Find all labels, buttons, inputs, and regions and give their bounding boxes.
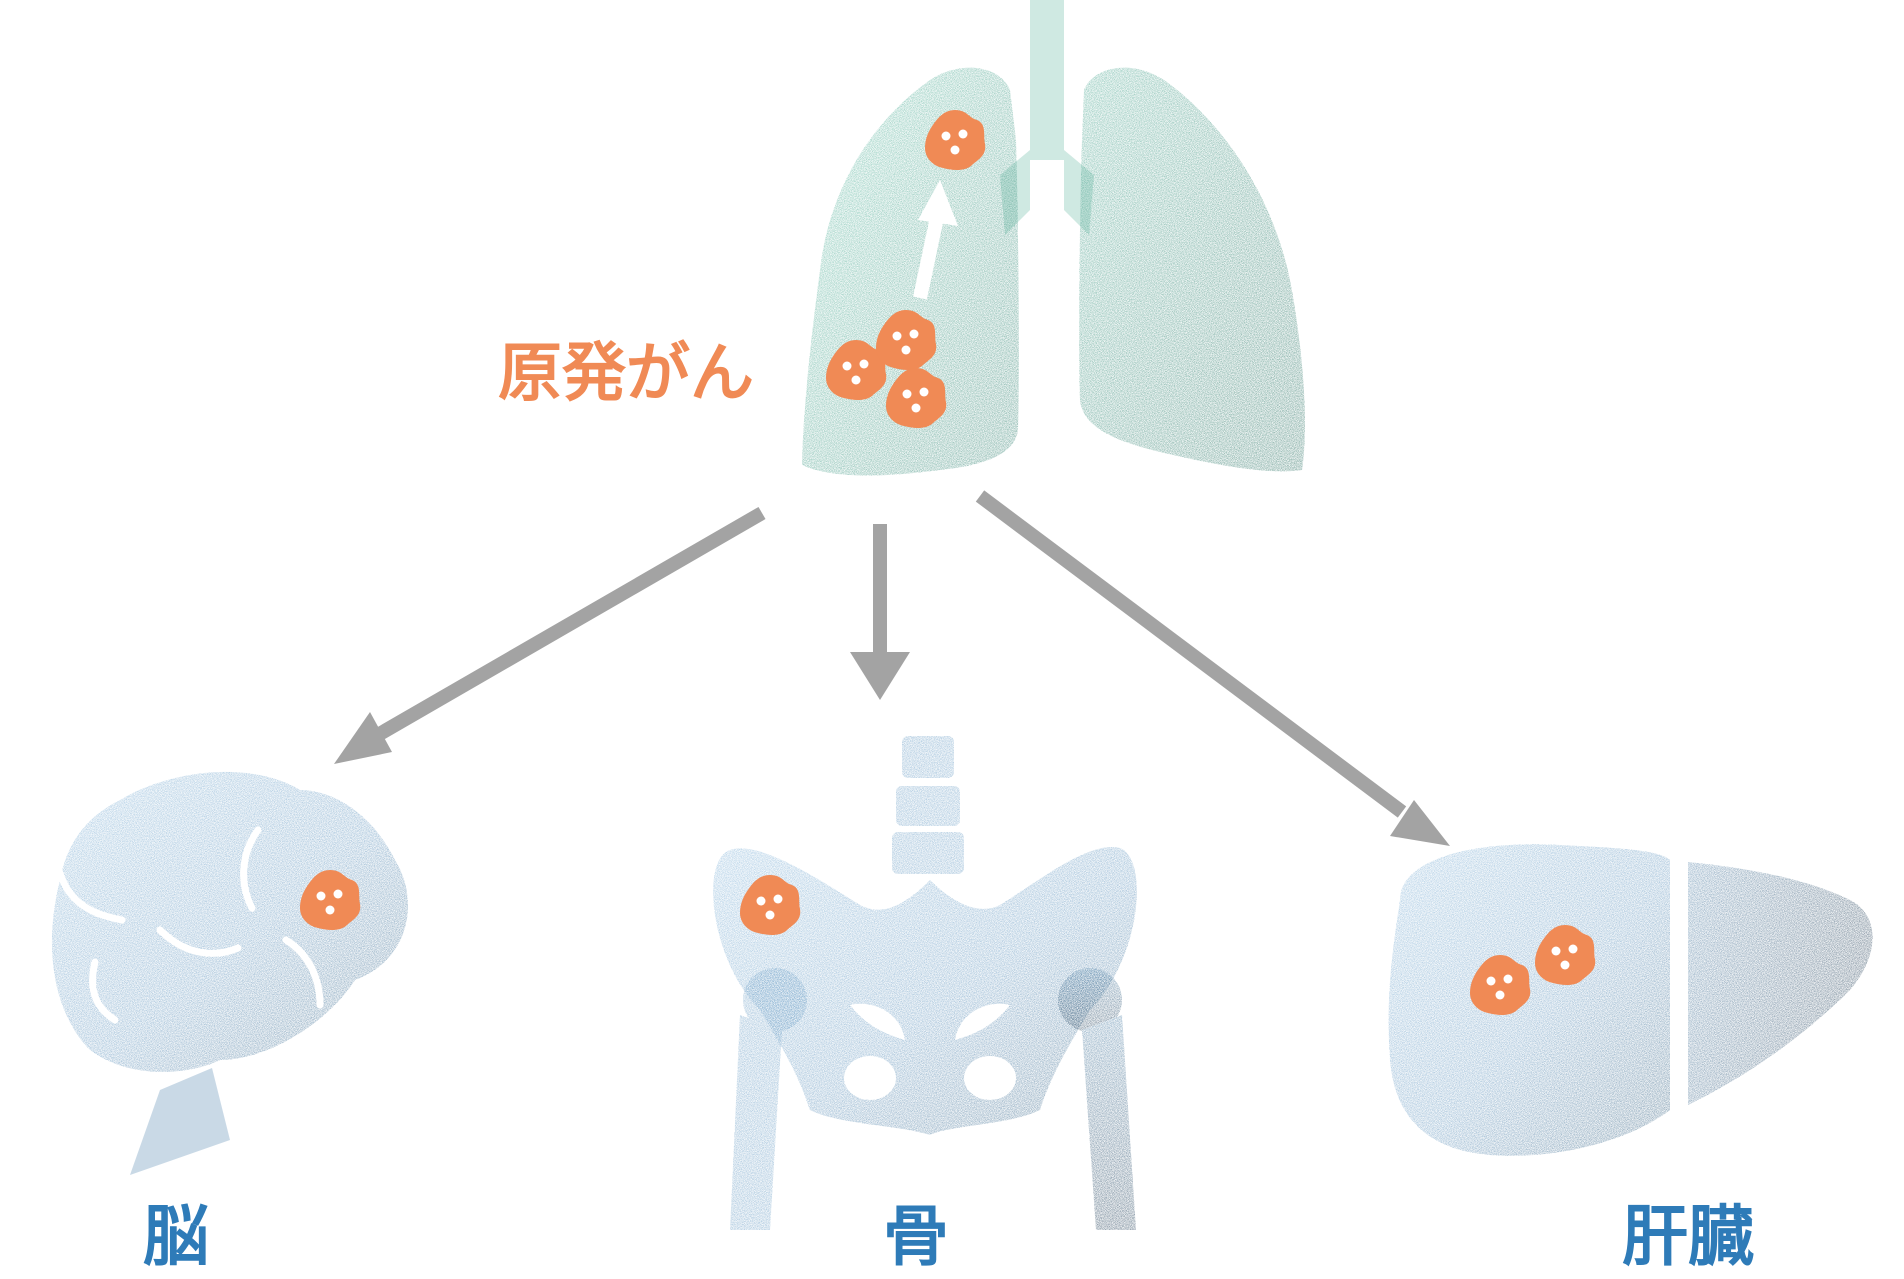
arrow-to-brain [334,506,766,764]
liver-icon [1388,844,1873,1156]
spine [892,736,964,874]
brain-label: 脳 [143,1198,209,1275]
brain-folds [56,826,324,1024]
liver-right-lobe [1688,862,1873,1105]
arrow-to-bone [850,524,910,700]
primary-cancer-label: 原発がん [498,337,754,411]
pelvis-body [713,846,1137,1135]
left-femur [730,968,807,1230]
brain-body [51,771,408,1072]
right-femur [1058,968,1136,1230]
lungs-icon [802,0,1305,476]
bone-label: 骨 [883,1198,949,1275]
right-lung [1079,67,1305,472]
brain-icon [51,771,408,1175]
pelvis-holes [844,1003,1016,1100]
liver-left-lobe [1388,844,1670,1156]
metastasis-arrows [334,490,1450,846]
brain-stem [130,1068,230,1175]
pelvis-icon [713,736,1137,1230]
arrow-to-liver [975,490,1450,846]
spread-arrow [913,180,958,300]
liver-label: 肝臓 [1622,1198,1754,1275]
